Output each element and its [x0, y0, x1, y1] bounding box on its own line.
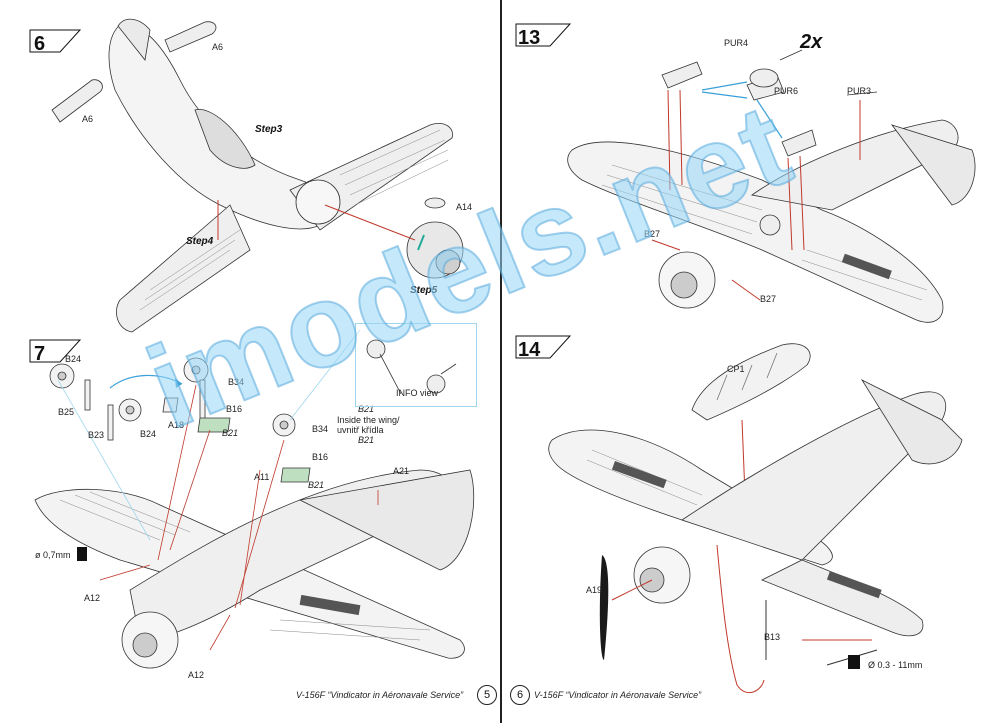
label-inside-wing: Inside the wing/	[337, 415, 400, 425]
label-b34b: B34	[312, 424, 328, 434]
step14-number: 14	[518, 339, 541, 361]
step7-number: 7	[34, 343, 45, 365]
label-a12: A12	[84, 593, 100, 603]
label-b24: B24	[65, 354, 81, 364]
label-b27b: B27	[760, 294, 776, 304]
label-a11: A11	[254, 472, 269, 482]
step14-guides	[611, 544, 872, 694]
step6-aircraft	[51, 18, 464, 333]
step13-number: 13	[518, 27, 540, 49]
label-qty: 2x	[799, 31, 823, 53]
step6-guides	[217, 200, 416, 241]
label-range: Ø 0.3 - 11mm	[868, 660, 922, 670]
cut-icon	[848, 655, 860, 669]
label-a6-left: A6	[82, 114, 93, 124]
step13-parts	[661, 49, 878, 157]
info-view-box: INFO view	[355, 323, 477, 407]
label-b23: B23	[88, 430, 104, 440]
step7-parts	[49, 357, 311, 483]
right-page: 13 PUR4 2x PUR6 PUR3 B27 B27	[502, 0, 1000, 723]
label-step3: Step3	[255, 124, 283, 135]
label-b16b: B16	[312, 452, 328, 462]
label-b13: B13	[764, 632, 780, 642]
label-b21c: B21	[358, 404, 374, 414]
step14-tag: 14	[515, 335, 572, 361]
label-diameter: ø 0,7mm	[35, 550, 71, 560]
drill-icon	[77, 547, 87, 561]
label-a6-top: A6	[212, 42, 223, 52]
label-b21: B21	[222, 428, 238, 438]
step6-number: 6	[34, 33, 45, 55]
label-b24b: B24	[140, 429, 156, 439]
label-pur4: PUR4	[724, 38, 748, 48]
step7-aircraft	[34, 469, 475, 669]
left-page-drawing: 6 A6 A6 Step3 Step4 Step5 A14	[29, 18, 475, 680]
right-footer: V-156F “Vindicator in Aéronavale Service…	[534, 690, 702, 700]
left-page-number: 5	[477, 685, 497, 705]
step7-info-lines	[57, 329, 361, 541]
step7-arrowhead	[175, 378, 182, 388]
label-a14: A14	[456, 202, 472, 212]
label-a12b: A12	[188, 670, 204, 680]
step13-aircraft	[567, 119, 976, 323]
label-pur3: PUR3	[847, 86, 871, 96]
step7-guides	[99, 384, 379, 651]
label-a19: A19	[586, 585, 602, 595]
step13-tag: 13	[515, 23, 572, 49]
page-divider	[500, 0, 502, 723]
label-pur6: PUR6	[774, 86, 798, 96]
label-uvnitr: uvnitř křídla	[337, 425, 384, 435]
propeller	[599, 555, 609, 660]
right-page-drawing: 13 PUR4 2x PUR6 PUR3 B27 B27	[515, 23, 976, 694]
step6-tag: 6	[29, 29, 82, 55]
right-page-number: 6	[510, 685, 530, 705]
left-page: 6 A6 A6 Step3 Step4 Step5 A14	[29, 18, 497, 705]
left-footer: V-156F “Vindicator in Aéronavale Service…	[296, 690, 464, 700]
label-b25: B25	[58, 407, 74, 417]
label-b27: B27	[644, 229, 660, 239]
label-a18: A18	[168, 420, 184, 430]
label-info-view: INFO view	[396, 388, 439, 398]
label-a21: A21	[393, 466, 409, 476]
info-view-drawing: INFO view	[366, 339, 457, 398]
step13-guides	[651, 89, 861, 301]
step7-tag: 7	[29, 339, 82, 365]
step13-blue-lines	[701, 81, 783, 139]
label-b21b: B21	[308, 480, 324, 490]
label-b34: B34	[228, 377, 244, 387]
label-cp1: CP1	[727, 364, 745, 374]
label-b16: B16	[226, 404, 242, 414]
label-step4: Step4	[186, 236, 214, 247]
label-step5: Step5	[410, 285, 438, 296]
label-b21d: B21	[358, 435, 374, 445]
step14-aircraft	[548, 379, 963, 637]
step14-canopy	[691, 343, 811, 421]
